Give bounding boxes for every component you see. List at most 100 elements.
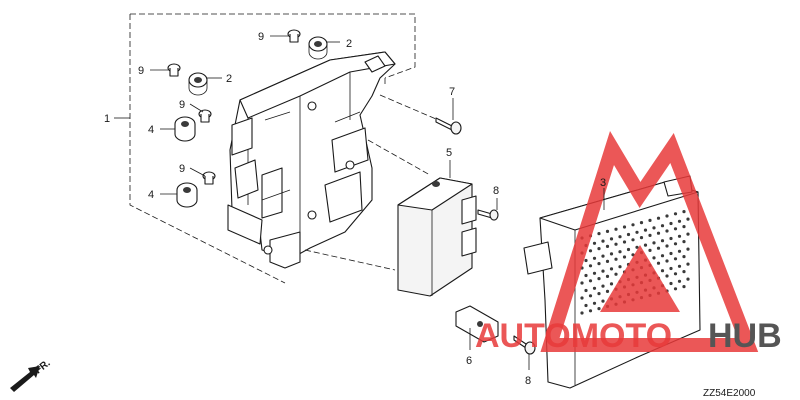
grommet-lower <box>188 72 208 96</box>
watermark-logo: AUTOMOTO HUB <box>475 130 782 355</box>
assembly-boundary <box>129 13 416 284</box>
rubber-mount-upper <box>174 116 196 142</box>
vent-hole <box>622 240 627 244</box>
callout-9-fourth: 9 <box>179 163 185 175</box>
vent-hole <box>601 254 605 258</box>
watermark-triangle-inner <box>600 245 680 312</box>
vent-hole <box>580 311 584 315</box>
vent-hole <box>660 269 665 273</box>
vent-hole <box>631 238 635 242</box>
vent-hole <box>660 239 665 243</box>
vent-hole <box>626 232 631 237</box>
vent-hole <box>605 244 610 248</box>
vent-hole <box>648 248 652 252</box>
callout-1: 1 <box>104 113 110 125</box>
vent-hole <box>605 229 610 233</box>
watermark-text-part2: HUB <box>708 317 782 355</box>
vent-hole <box>652 256 656 260</box>
vent-hole <box>643 243 648 247</box>
vent-hole <box>686 262 690 266</box>
vent-hole <box>665 274 669 278</box>
vent-hole <box>592 256 597 260</box>
vent-hole <box>609 282 614 286</box>
callout-9-third: 9 <box>179 99 185 111</box>
callout-3: 3 <box>600 177 606 189</box>
vent-hole <box>686 247 690 251</box>
vent-hole <box>601 239 605 243</box>
vent-hole <box>656 231 661 235</box>
vent-hole <box>665 244 669 248</box>
direction-arrow-icon <box>10 366 40 392</box>
vent-hole <box>614 257 618 261</box>
vent-hole <box>669 221 673 226</box>
diagram-code: ZZ54E2000 <box>703 388 756 399</box>
vent-hole <box>673 212 678 216</box>
vent-hole <box>580 281 584 285</box>
vent-hole <box>665 259 669 263</box>
vent-hole <box>588 264 593 268</box>
vent-hole <box>597 307 601 311</box>
callout-7: 7 <box>449 86 455 98</box>
vent-hole <box>677 249 682 253</box>
collar-4 <box>202 171 216 185</box>
callouts: 1 2 2 3 4 4 5 6 7 8 8 9 9 9 9 <box>104 31 606 387</box>
vent-hole <box>588 249 593 253</box>
vent-hole <box>609 237 614 241</box>
collar-2 <box>167 63 181 77</box>
vent-hole <box>660 224 665 228</box>
vent-hole <box>601 299 605 303</box>
collar-3 <box>198 109 212 123</box>
vent-hole <box>669 281 673 286</box>
vent-hole <box>677 264 682 268</box>
vent-hole <box>669 236 673 241</box>
vent-hole <box>609 267 614 271</box>
vent-hole <box>682 210 686 214</box>
callout-9-top: 9 <box>258 31 264 43</box>
bracket-assembly <box>227 51 396 269</box>
vent-hole <box>597 262 601 266</box>
direction-indicator: FR. <box>10 358 53 392</box>
vent-hole <box>682 270 686 274</box>
watermark-text-part1: AUTOMOTO <box>475 317 672 355</box>
callout-8-lower: 8 <box>525 375 531 387</box>
watermark-triangle-outer <box>540 130 759 352</box>
callout-2-upper: 2 <box>346 38 352 50</box>
vent-hole <box>677 219 682 223</box>
vent-hole <box>682 255 686 259</box>
vent-hole <box>631 223 635 227</box>
vent-hole <box>682 225 686 229</box>
vent-hole <box>656 246 661 250</box>
vent-hole <box>588 279 593 283</box>
vent-hole <box>622 255 627 259</box>
callout-6: 6 <box>466 355 472 367</box>
vent-hole <box>614 272 618 276</box>
callout-5: 5 <box>446 147 452 159</box>
vent-hole <box>673 272 678 276</box>
vent-hole <box>643 228 648 232</box>
control-module <box>397 177 477 297</box>
vent-hole <box>677 234 682 238</box>
vent-hole <box>660 254 665 258</box>
vent-hole <box>686 217 690 221</box>
vent-hole <box>648 233 652 237</box>
vent-hole <box>622 225 627 229</box>
vent-hole <box>601 269 605 273</box>
callout-4-lower: 4 <box>148 189 154 201</box>
vent-hole <box>592 241 597 245</box>
vent-hole <box>669 251 673 256</box>
grommet-upper <box>308 36 328 60</box>
callout-2-lower: 2 <box>226 73 232 85</box>
stay-bracket <box>455 305 499 343</box>
vent-hole <box>673 227 678 231</box>
vent-hole <box>677 279 682 283</box>
vent-hole <box>605 259 610 263</box>
vent-hole <box>614 227 618 231</box>
vent-hole <box>597 247 601 251</box>
vent-hole <box>656 261 661 265</box>
vent-hole <box>635 230 639 234</box>
vent-hole <box>584 258 588 263</box>
collar-1 <box>287 29 301 43</box>
vent-hole <box>686 277 690 281</box>
vent-hole <box>618 235 622 239</box>
